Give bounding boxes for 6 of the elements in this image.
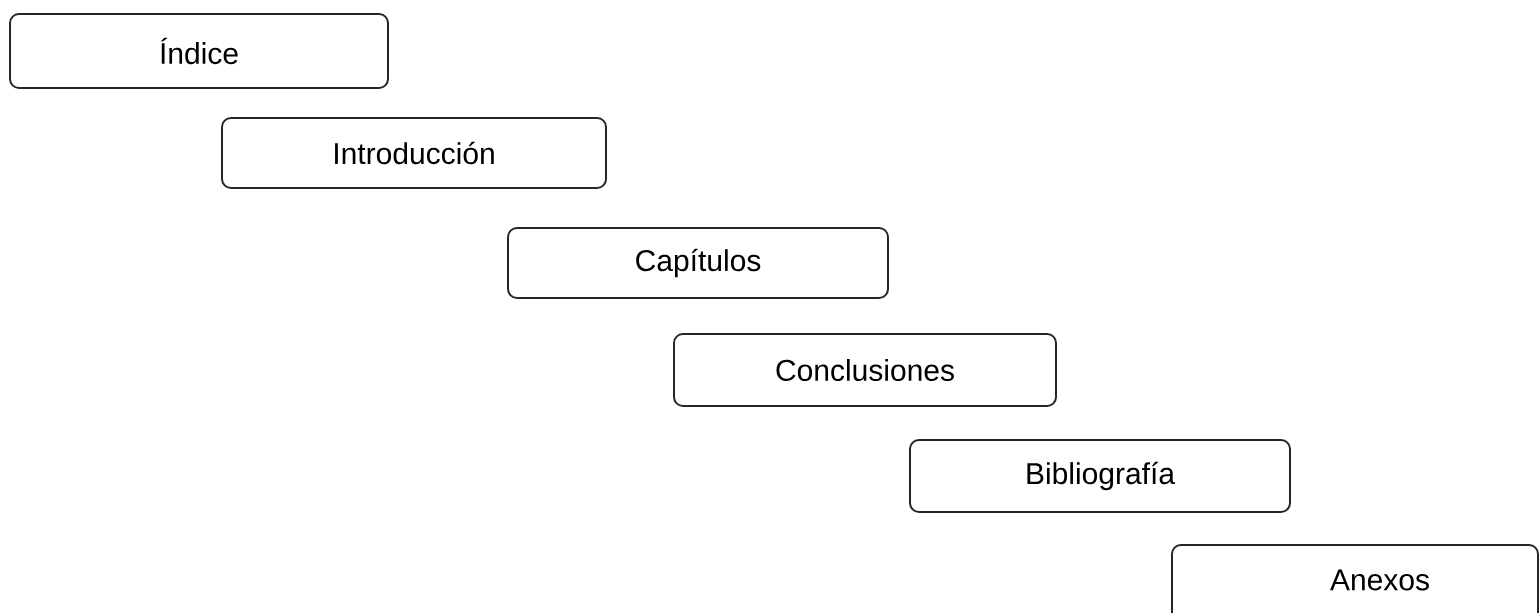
section-box: Conclusiones [673,333,1057,407]
section-box: Capítulos [507,227,889,299]
section-box: Introducción [221,117,607,189]
section-box: Bibliografía [909,439,1291,513]
section-box: Anexos [1171,544,1539,613]
section-box: Índice [9,13,389,89]
